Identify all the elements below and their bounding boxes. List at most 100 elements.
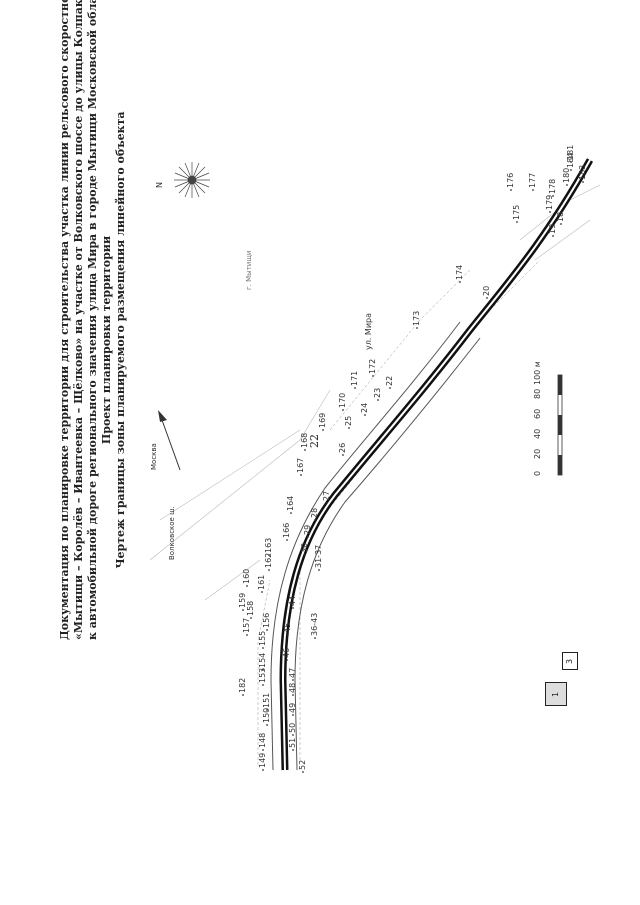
point-label: 180: [562, 167, 571, 183]
point-marker: [342, 409, 344, 411]
point-label: 18: [556, 211, 565, 222]
point-label: 150: [262, 707, 271, 723]
point-label: 173: [412, 310, 421, 326]
point-marker: [552, 235, 554, 237]
point-marker: [354, 387, 356, 389]
point-label: 49: [288, 702, 297, 713]
point-marker: [246, 634, 248, 636]
point-label: 184: [566, 152, 575, 168]
point-label: 158: [246, 600, 255, 616]
point-marker: [348, 427, 350, 429]
scale-tick: 40: [533, 428, 542, 439]
point-marker: [286, 539, 288, 541]
point-marker: [532, 189, 534, 191]
point-marker: [416, 327, 418, 329]
parcel-line: [257, 579, 271, 765]
street-label: ул. Мира: [364, 312, 373, 350]
point-label: 172: [368, 358, 377, 374]
point-label: 176: [506, 172, 515, 188]
point-marker: [304, 449, 306, 451]
parcel-boundaries: [257, 259, 541, 765]
point-marker: [290, 512, 292, 514]
legend-item-3: 3: [562, 652, 578, 670]
point-label: 163: [264, 537, 273, 553]
point-marker: [242, 694, 244, 696]
point-marker: [266, 724, 268, 726]
point-marker: [262, 769, 264, 771]
point-label: 51: [288, 737, 297, 748]
point-label: 47: [288, 667, 297, 678]
point-marker: [516, 221, 518, 223]
point-marker: [307, 536, 309, 538]
side-road: [149, 389, 331, 561]
point-label: 29: [303, 524, 312, 535]
point-label: 52: [298, 759, 307, 770]
point-label: 169: [318, 412, 327, 428]
point-label: 153: [258, 667, 267, 683]
scale-tick: 0: [533, 470, 542, 476]
point-marker: [262, 749, 264, 751]
scale-tick: 20: [533, 448, 542, 459]
rail-centerline: [281, 159, 591, 771]
point-marker: [459, 281, 461, 283]
point-label: 151: [262, 692, 271, 708]
city-label: г. Мытищи: [245, 250, 253, 290]
point-label: 22: [385, 375, 394, 386]
point-marker: [372, 375, 374, 377]
parcel-line: [299, 259, 541, 760]
zone-boundary: [270, 321, 461, 771]
point-label: 177: [528, 172, 537, 188]
point-marker: [262, 669, 264, 671]
scale-tick: 80: [533, 388, 542, 399]
point-label: 164: [286, 495, 295, 511]
direction-arrow: [158, 410, 181, 471]
legend-label: 1: [551, 691, 561, 697]
point-label: 25: [344, 415, 353, 426]
point-label: 157: [242, 617, 251, 633]
side-road: [534, 219, 591, 261]
point-marker: [377, 399, 379, 401]
point-marker: [560, 223, 562, 225]
point-marker: [342, 454, 344, 456]
point-label: 155: [258, 630, 267, 646]
point-marker: [292, 607, 294, 609]
point-label: 174: [455, 264, 464, 280]
point-markers: [242, 161, 584, 773]
point-label: 45: [283, 622, 292, 633]
point-label: 26: [338, 442, 347, 453]
point-label: 30: [300, 542, 309, 553]
point-marker: [300, 474, 302, 476]
point-marker: [326, 502, 328, 504]
point-marker: [566, 184, 568, 186]
legend-item-1: 1: [545, 682, 567, 706]
point-marker: [286, 659, 288, 661]
north-label: N: [155, 182, 164, 188]
point-marker: [582, 181, 584, 183]
point-marker: [292, 694, 294, 696]
point-label: 48: [288, 682, 297, 693]
point-marker: [570, 161, 572, 163]
point-marker: [510, 189, 512, 191]
point-label: 148: [258, 732, 267, 748]
compass-rose-icon: [174, 162, 210, 198]
point-marker: [292, 714, 294, 716]
direction-label: Москва: [150, 443, 158, 470]
point-label: 23: [373, 387, 382, 398]
background-roads: [149, 184, 601, 601]
side-road: [204, 559, 261, 601]
point-label: 20: [482, 285, 491, 296]
point-label: 46: [282, 647, 291, 658]
point-marker: [292, 734, 294, 736]
point-marker: [314, 637, 316, 639]
point-marker: [266, 629, 268, 631]
point-label: 175: [512, 204, 521, 220]
point-label: 171: [350, 370, 359, 386]
point-label: 156: [262, 612, 271, 628]
point-marker: [318, 569, 320, 571]
point-label: 179: [545, 194, 554, 210]
point-label: 162: [264, 552, 273, 568]
point-marker: [246, 585, 248, 587]
point-label: 24: [360, 402, 369, 413]
point-label: 166: [282, 522, 291, 538]
